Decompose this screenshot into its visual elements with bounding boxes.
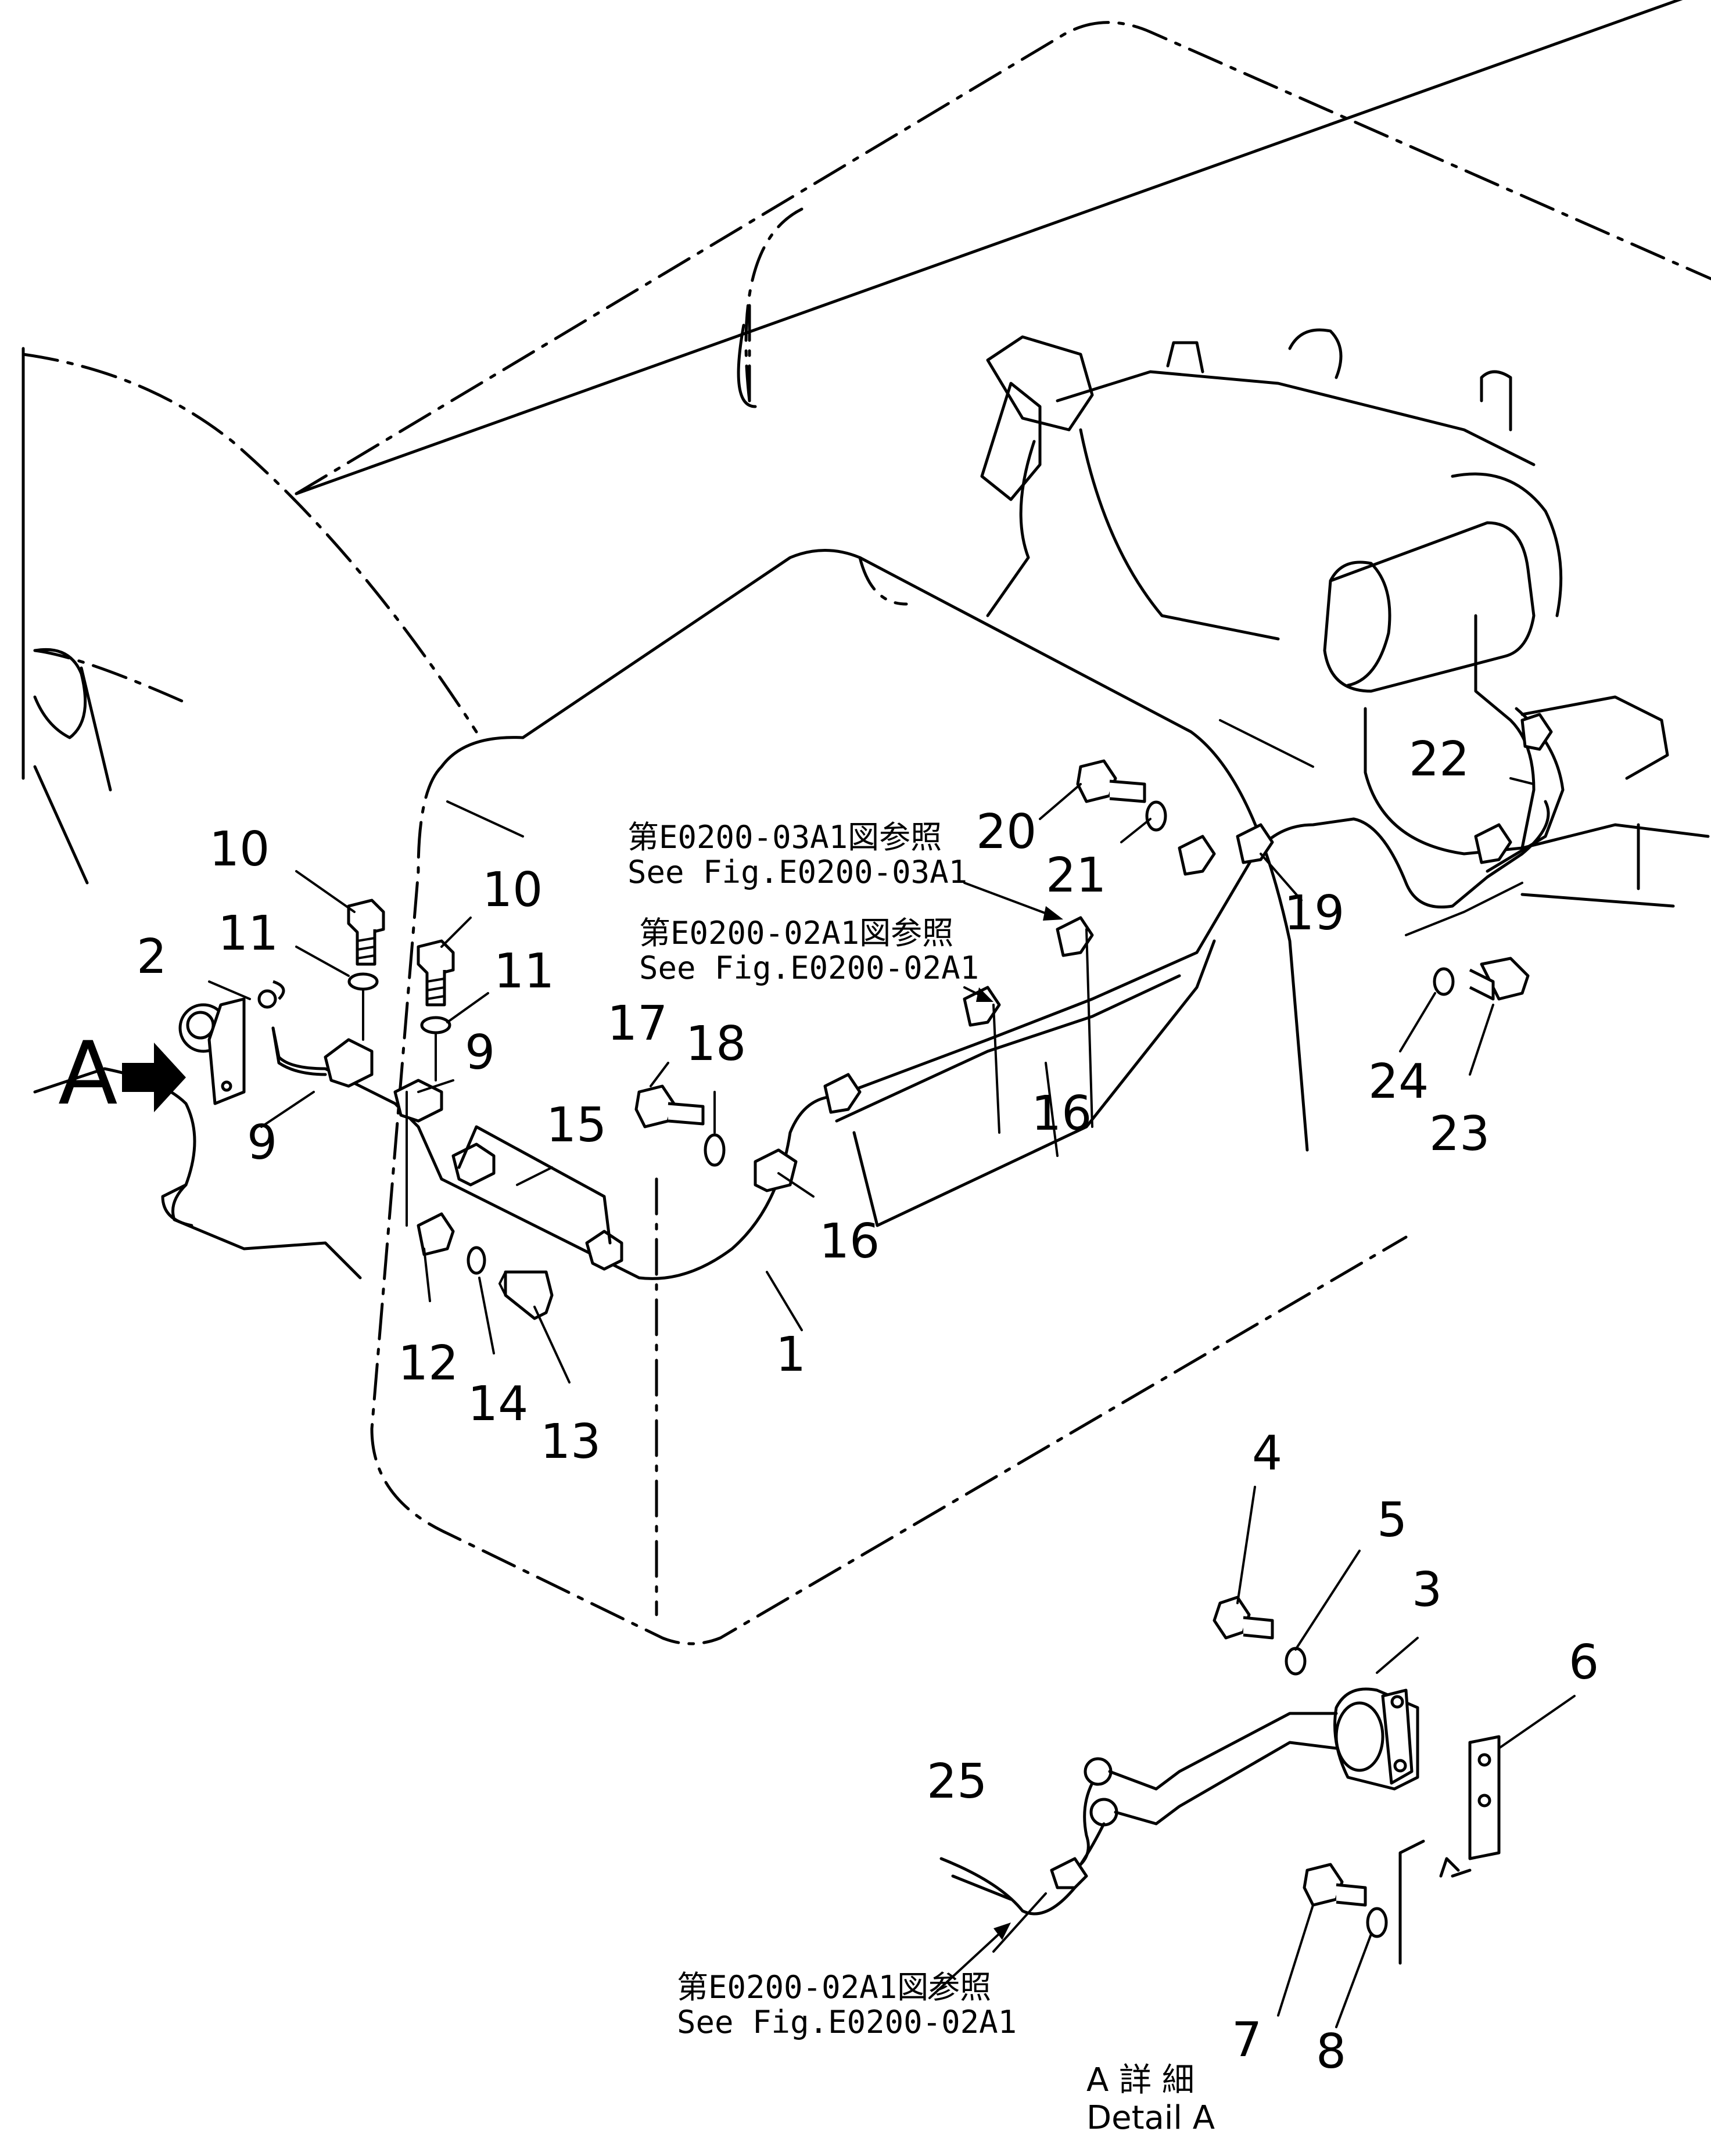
bolt-10-right xyxy=(417,939,455,1007)
clamp-groups xyxy=(457,928,1216,1245)
callout-numbers: 1 2 3 4 5 6 7 8 9 9 10 10 11 11 12 13 14… xyxy=(58,732,1599,2079)
detail-a-jp: A 詳 細 xyxy=(1086,2061,1195,2099)
callout-25: 25 xyxy=(927,1754,987,1809)
callout-12: 12 xyxy=(398,1336,458,1391)
washer-21 xyxy=(1145,800,1167,832)
callout-21: 21 xyxy=(1046,848,1106,903)
callout-24: 24 xyxy=(1368,1054,1429,1109)
callout-16a: 16 xyxy=(1031,1086,1092,1141)
ref-e0200-02a1-jp: 第E0200-02A1図参照 xyxy=(639,915,953,951)
callout-14: 14 xyxy=(468,1377,528,1432)
bolt-10-left xyxy=(347,899,385,966)
terminal-upper xyxy=(1084,1757,1113,1786)
callout-10a: 10 xyxy=(209,822,270,877)
washer-5 xyxy=(1285,1647,1307,1676)
callout-10b: 10 xyxy=(482,863,543,918)
callout-15: 15 xyxy=(546,1098,607,1153)
bolt-13 xyxy=(504,1270,554,1320)
detail-a-drawing xyxy=(939,1596,1501,1965)
callout-18: 18 xyxy=(686,1016,746,1072)
callout-5: 5 xyxy=(1377,1493,1407,1548)
detail-a-en: Detail A xyxy=(1086,2099,1215,2137)
washer-18 xyxy=(704,1133,726,1167)
callout-9a: 9 xyxy=(247,1115,277,1170)
washer-8 xyxy=(1366,1907,1388,1938)
ref-e0200-02a1-detail-jp: 第E0200-02A1図参照 xyxy=(677,1969,991,2006)
callout-17: 17 xyxy=(607,996,668,1051)
washer-24 xyxy=(1433,967,1455,996)
bolt-23 xyxy=(1480,957,1530,1001)
ref-e0200-02a1-en: See Fig.E0200-02A1 xyxy=(639,950,979,986)
leader-lines xyxy=(208,777,1576,2028)
callout-3: 3 xyxy=(1412,1562,1442,1618)
cab-outline xyxy=(21,0,1711,780)
callout-1: 1 xyxy=(776,1327,806,1382)
callout-22: 22 xyxy=(1409,732,1469,787)
callout-20: 20 xyxy=(976,804,1036,860)
washer-14 xyxy=(467,1246,486,1275)
washer-11-right xyxy=(420,1016,451,1034)
callout-16b: 16 xyxy=(819,1214,880,1269)
ref-e0200-02a1-detail-en: See Fig.E0200-02A1 xyxy=(677,2004,1017,2040)
terminal-lower xyxy=(1089,1798,1118,1827)
view-marker-a: A xyxy=(58,1023,118,1124)
reference-notes: 第E0200-03A1図参照 See Fig.E0200-03A1 第E0200… xyxy=(627,819,1215,2137)
component-a-left xyxy=(178,980,285,1105)
callout-4: 4 xyxy=(1252,1426,1282,1481)
callout-7: 7 xyxy=(1232,2013,1262,2068)
view-a-arrow xyxy=(122,1043,186,1112)
callout-8: 8 xyxy=(1316,2024,1346,2079)
callout-13: 13 xyxy=(540,1414,601,1469)
fasteners xyxy=(347,759,1530,1320)
callout-9b: 9 xyxy=(465,1025,495,1080)
washer-11-left xyxy=(347,972,379,991)
callout-23: 23 xyxy=(1429,1106,1490,1162)
callout-11a: 11 xyxy=(218,906,278,961)
left-frame xyxy=(33,648,362,1280)
engine xyxy=(980,328,1710,908)
clamp-25 xyxy=(1050,1857,1088,1889)
ref-e0200-03a1-jp: 第E0200-03A1図参照 xyxy=(627,819,942,856)
callout-11b: 11 xyxy=(494,944,554,999)
callout-6: 6 xyxy=(1569,1635,1599,1690)
ref-e0200-03a1-en: See Fig.E0200-03A1 xyxy=(627,854,967,890)
callout-2: 2 xyxy=(137,929,167,984)
callout-19: 19 xyxy=(1284,886,1344,941)
